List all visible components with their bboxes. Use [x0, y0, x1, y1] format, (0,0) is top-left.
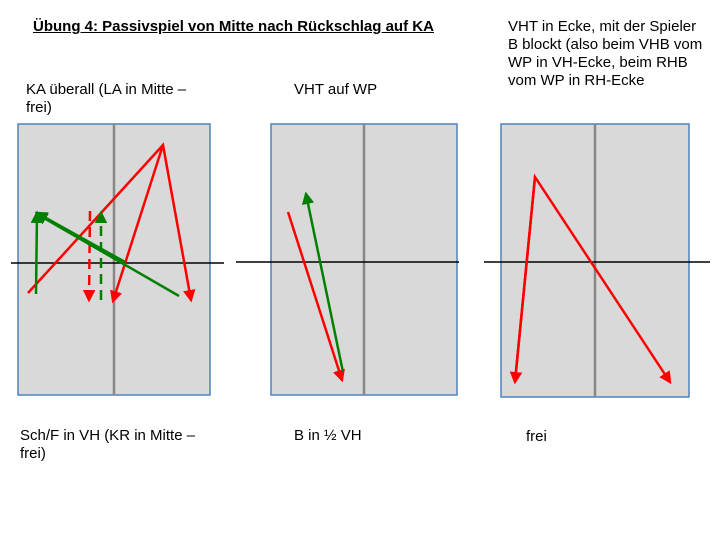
column-1-top-label: KA überall (LA in Mitte – frei) [26, 81, 187, 116]
column-1-bottom-label: Sch/F in VH (KR in Mitte – frei) [20, 427, 196, 462]
column-3-bottom-label: frei [526, 428, 547, 445]
column-2-top-label: VHT auf WP [294, 81, 378, 98]
table-1 [11, 123, 224, 396]
table-3 [484, 123, 710, 398]
table-2-green-arrow [301, 191, 345, 373]
column-2-bottom-label: B in ½ VH [294, 427, 362, 444]
table-1-green-arrow-vertical [30, 210, 44, 295]
table-1-green-arrow-diagonal-2 [34, 212, 180, 298]
column-3-top-label: VHT in Ecke, mit der Spieler B blockt (a… [508, 18, 703, 89]
table-2 [236, 123, 459, 396]
table-1-red-arrow-center [110, 144, 165, 304]
page-title: Übung 4: Passivspiel von Mitte nach Rück… [33, 18, 434, 35]
table-3-red-arrow-left [509, 176, 537, 385]
table-2-red-arrow [286, 211, 345, 383]
